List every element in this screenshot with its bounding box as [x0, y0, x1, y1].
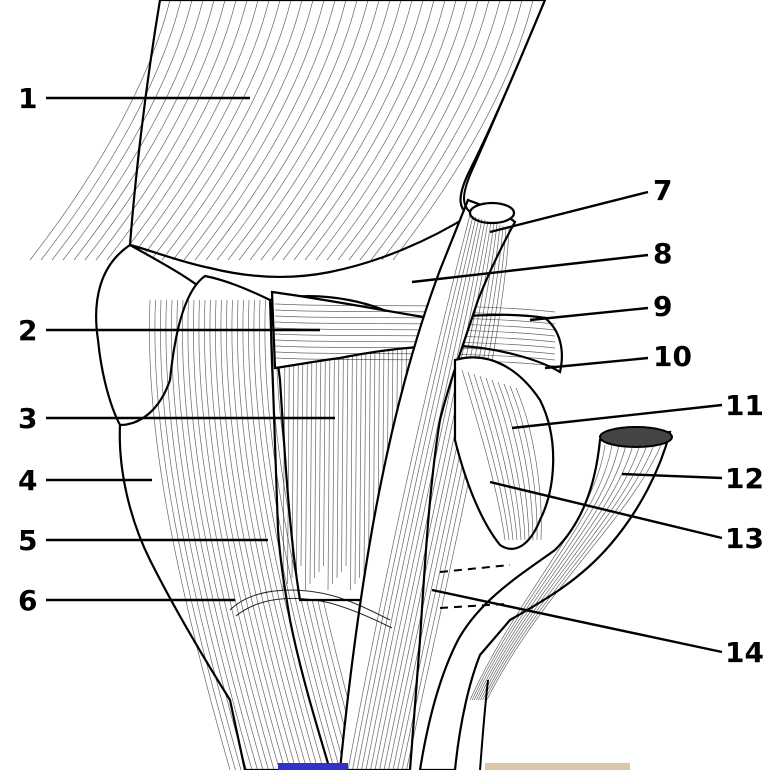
leader-9 [530, 308, 648, 320]
label-2: 2 [18, 314, 37, 347]
label-9: 9 [653, 290, 672, 323]
label-8: 8 [653, 237, 672, 270]
anatomy-drawing [30, 0, 672, 770]
label-12: 12 [725, 462, 764, 495]
label-4: 4 [18, 464, 37, 497]
label-3: 3 [18, 402, 37, 435]
bottom-tab-tan [485, 763, 630, 770]
label-11: 11 [725, 389, 764, 422]
label-14: 14 [725, 636, 764, 669]
tendon-cut-end-7 [470, 203, 514, 223]
label-10: 10 [653, 340, 692, 373]
label-6: 6 [18, 584, 37, 617]
label-5: 5 [18, 524, 37, 557]
label-13: 13 [725, 522, 764, 555]
oval-structure-outline [455, 357, 553, 548]
tendon-cut-end-12 [600, 427, 672, 447]
label-7: 7 [653, 174, 672, 207]
label-1: 1 [18, 82, 37, 115]
bottom-tab-blue [278, 763, 348, 770]
